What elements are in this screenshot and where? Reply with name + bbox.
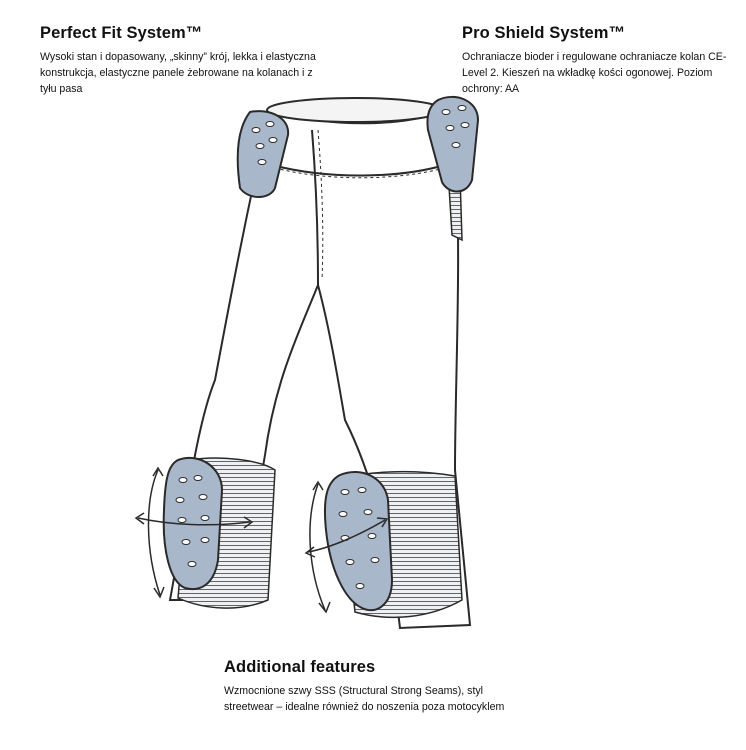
perfect-fit-description: Wysoki stan i dopasowany, „skinny” krój,… — [40, 51, 316, 95]
left-adjust-arrows — [134, 466, 254, 599]
left-hip-protector — [236, 110, 290, 198]
perfect-fit-callout: Perfect Fit System™ Wysoki stan i dopaso… — [40, 24, 320, 97]
left-knee-protector — [162, 457, 224, 590]
perfect-fit-title: Perfect Fit System™ — [40, 24, 203, 42]
pants-illustration — [134, 95, 480, 630]
additional-features-callout: Additional features Wzmocnione szwy SSS … — [224, 658, 524, 715]
additional-features-description: Wzmocnione szwy SSS (Structural Strong S… — [224, 685, 505, 713]
right-knee-protector — [323, 470, 394, 612]
pro-shield-description: Ochraniacze bioder i regulowane ochrania… — [462, 51, 727, 95]
right-adjust-arrows — [304, 480, 389, 614]
pro-shield-title: Pro Shield System™ — [462, 24, 626, 42]
pro-shield-callout: Pro Shield System™ Ochraniacze bioder i … — [462, 24, 732, 97]
additional-features-title: Additional features — [224, 658, 376, 676]
